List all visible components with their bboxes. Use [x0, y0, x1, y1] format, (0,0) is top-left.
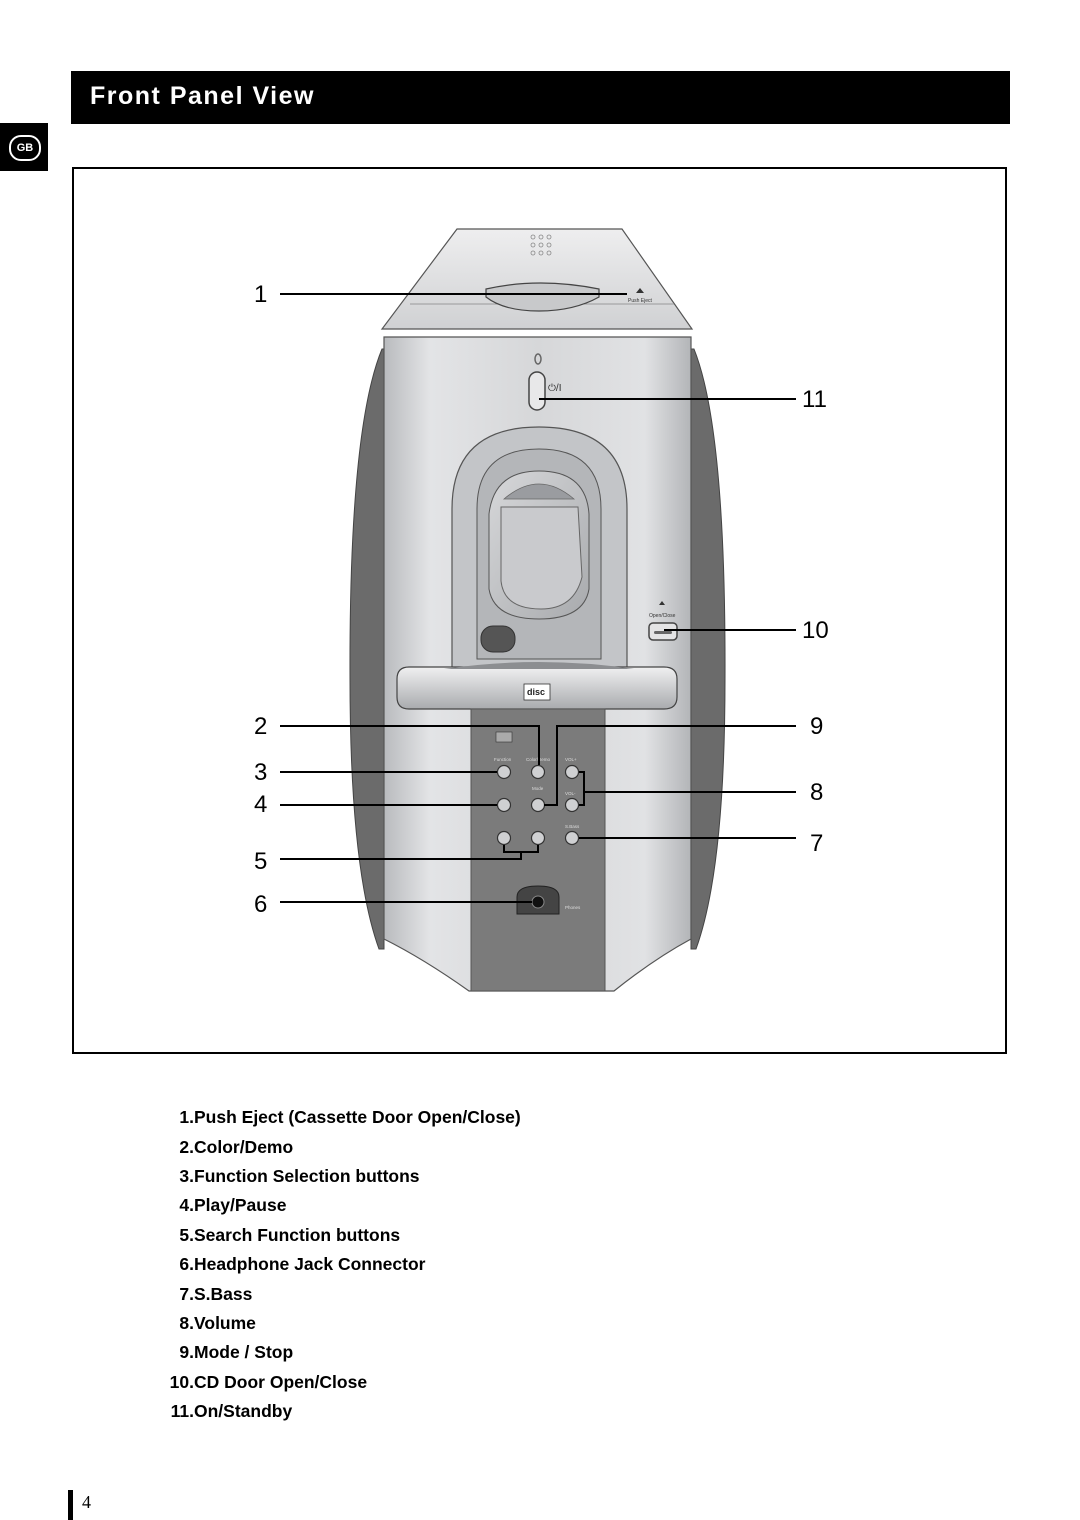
legend-item: 11.On/Standby: [170, 1401, 293, 1422]
legend-item: 2.Color/Demo: [179, 1136, 294, 1157]
callout-3: 3: [254, 759, 267, 786]
control-buttons: [496, 764, 580, 846]
legend-item: 1.Push Eject (Cassette Door Open/Close): [179, 1107, 521, 1128]
callout-1: 1: [254, 281, 267, 308]
legend-item: 9.Mode / Stop: [179, 1342, 294, 1363]
page-number-bar: [68, 1490, 73, 1520]
svg-text:Mode: Mode: [532, 786, 544, 791]
callout-8: 8: [810, 779, 823, 806]
color-demo-button: [530, 764, 546, 780]
svg-text:S.Bass: S.Bass: [565, 824, 580, 829]
svg-text:disc: disc: [527, 687, 545, 697]
power-symbol: ⏻/I: [548, 383, 561, 394]
power-button: [528, 371, 546, 411]
callout-4: 4: [254, 791, 267, 818]
legend-item: 8.Volume: [179, 1312, 256, 1333]
callout-2: 2: [254, 713, 267, 740]
right-speaker: [690, 348, 726, 950]
legend-item: 4.Play/Pause: [179, 1195, 287, 1216]
callout-9: 9: [810, 713, 823, 740]
function-button: [496, 764, 512, 780]
play-pause-button: [496, 797, 512, 813]
legend-item: 5.Search Function buttons: [179, 1224, 401, 1245]
callout-5: 5: [254, 848, 267, 875]
callout-7: 7: [810, 830, 823, 857]
svg-text:Phones: Phones: [565, 905, 581, 910]
callout-6: 6: [254, 891, 267, 918]
device-illustration: Push Eject ⏻/I Open/Close disc Function …: [254, 228, 829, 992]
sensor-window: [480, 625, 516, 653]
disc-logo: [523, 683, 551, 701]
open-close-label: Open/Close: [649, 613, 676, 619]
section-header-bar: Front Panel View: [71, 71, 1010, 124]
legend-item: 3.Function Selection buttons: [179, 1165, 420, 1186]
callout-lines: [280, 293, 796, 903]
page-title: Front Panel View: [90, 82, 315, 110]
language-badge: GB: [9, 135, 41, 161]
left-speaker: [349, 348, 385, 950]
svg-text:VOL+: VOL+: [565, 757, 577, 762]
mode-stop-button: [530, 797, 546, 813]
cassette-top: [380, 228, 694, 330]
legend-item: 6.Headphone Jack Connector: [179, 1254, 426, 1275]
callout-10: 10: [802, 617, 829, 644]
svg-text:VOL-: VOL-: [565, 791, 576, 796]
page-number: 4: [82, 1492, 91, 1512]
vol-down-button: [564, 797, 580, 813]
vol-up-button: [564, 764, 580, 780]
front-panel-figure: Push Eject ⏻/I Open/Close disc Function …: [72, 167, 1007, 1054]
sbass-button: [564, 830, 580, 846]
cd-inner-window: [500, 506, 583, 610]
push-eject-label: Push Eject: [628, 298, 653, 304]
speaker-dots: [530, 234, 552, 256]
search-forward-button: [530, 830, 546, 846]
search-back-button: [496, 830, 512, 846]
cassette-eject-handle: [485, 282, 600, 312]
legend-item: 7.S.Bass: [179, 1283, 253, 1304]
callout-11: 11: [802, 386, 827, 413]
svg-text:Function: Function: [494, 757, 512, 762]
language-tab: GB: [0, 123, 48, 171]
legend-item: 10.CD Door Open/Close: [169, 1371, 368, 1392]
parts-legend: 1.Push Eject (Cassette Door Open/Close) …: [150, 1103, 750, 1426]
